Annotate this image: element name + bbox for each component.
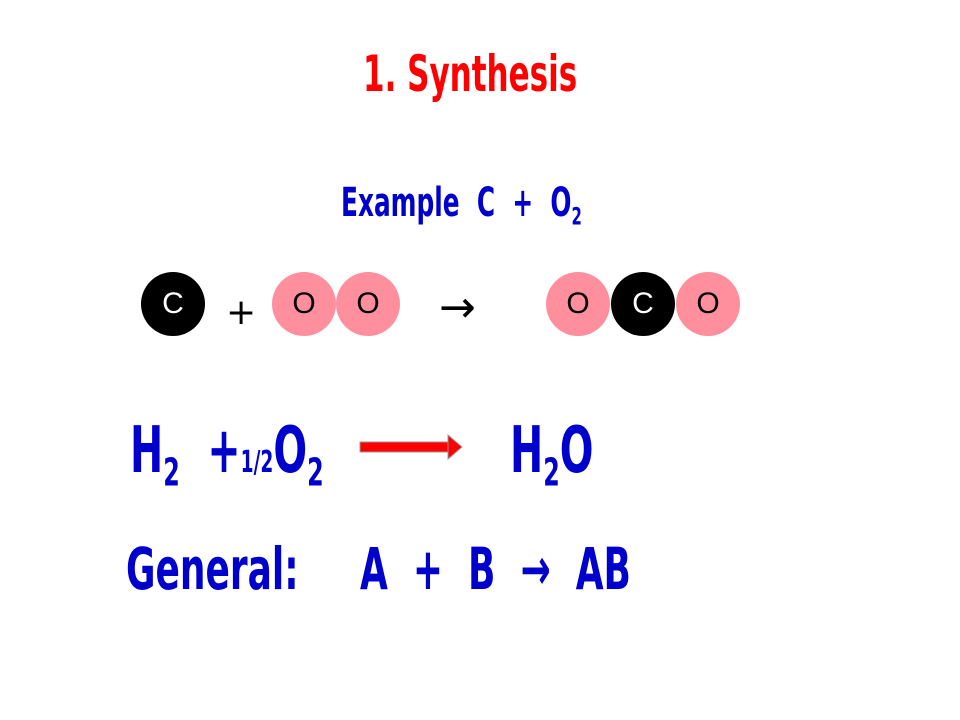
general-product: AB (575, 535, 631, 603)
water-hydrogen: H (510, 414, 544, 488)
example-oxygen-subscript: 2 (571, 202, 582, 231)
general-arrow: → (520, 535, 551, 603)
example-equation: Example C + O2 (341, 178, 729, 241)
hydrogen-symbol: H (130, 414, 164, 488)
general-equation: General: (126, 534, 404, 605)
general-label: General: (126, 535, 299, 603)
oxygen-symbol: O (273, 414, 308, 488)
product-carbon-atom: C (611, 272, 675, 336)
water-oxygen: O (559, 414, 594, 488)
general-plus: + (412, 535, 444, 603)
example-label: Example (341, 180, 460, 226)
oxygen-atom-1: O (272, 272, 336, 336)
oxygen-atom-2: O (336, 272, 400, 336)
equation2-plus: + (207, 414, 241, 488)
general-a: A (360, 535, 388, 603)
product-oxygen-atom-2: O (676, 272, 740, 336)
oxygen-subscript: 2 (307, 450, 324, 496)
example-plus: + (512, 180, 534, 226)
example-reactant-carbon: C (476, 180, 496, 226)
product-oxygen-atom-1: O (546, 272, 610, 336)
slide-title: 1. Synthesis (363, 45, 578, 103)
example-reactant-oxygen: O (550, 180, 572, 226)
hydrogen-subscript: 2 (163, 450, 180, 496)
general-formula: A + B → AB (360, 534, 797, 605)
water-hydrogen-subscript: 2 (543, 450, 560, 496)
reaction-arrow-icon (359, 433, 463, 461)
hydrogen-equation-left: H2 +1/2O2 (130, 410, 442, 513)
general-b: B (468, 535, 496, 603)
carbon-atom: C (141, 272, 205, 336)
coefficient: 1/2 (240, 445, 274, 480)
diagram-plus: + (226, 292, 257, 333)
diagram-arrow: → (439, 282, 476, 333)
water-product: H2O (510, 410, 645, 513)
